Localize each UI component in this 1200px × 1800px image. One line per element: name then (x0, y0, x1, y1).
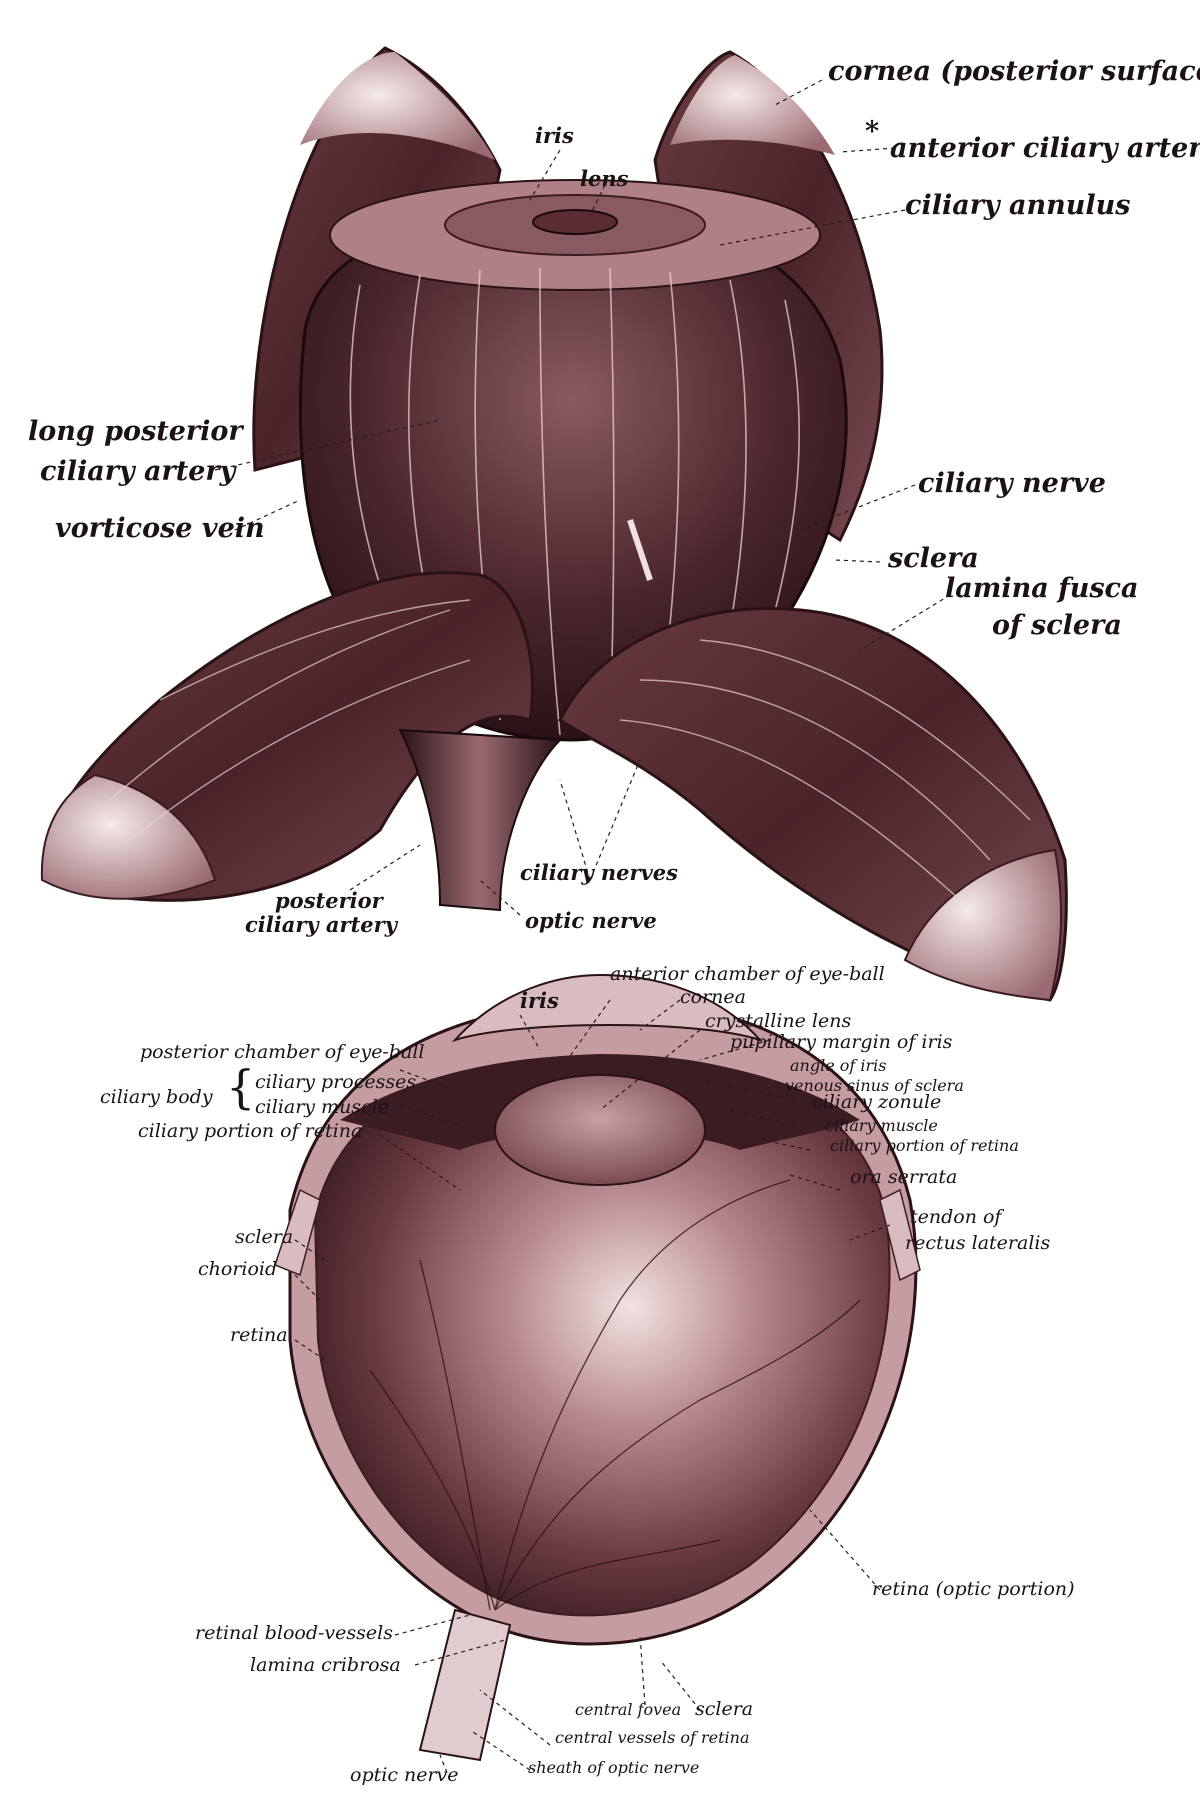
cornea-left-front (40, 773, 217, 900)
label-vorticose-vein: vorticose vein (55, 513, 265, 544)
optic-nerve-bottom (418, 1608, 512, 1762)
label-venous-sinus: venous sinus of sclera (785, 1076, 964, 1095)
label-rectus-lateralis: rectus lateralis (905, 1232, 1051, 1254)
label-of-sclera: of sclera (992, 610, 1122, 641)
label-ciliary-body: ciliary body (100, 1086, 213, 1108)
cornea-section (451, 973, 764, 1043)
label-sheath-optic-nerve: sheath of optic nerve (528, 1758, 700, 1777)
cornea-left-highlight (300, 52, 495, 160)
label-optic-nerve-bottom: optic nerve (350, 1764, 459, 1786)
label-chorioid: chorioid (198, 1258, 278, 1280)
label-ora-serrata: ora serrata (850, 1166, 958, 1188)
label-sclera-top: sclera (888, 543, 979, 574)
label-ciliary-nerve: ciliary nerve (918, 468, 1106, 499)
label-retina: retina (230, 1324, 288, 1346)
label-ciliary-zonule: ciliary zonule (812, 1091, 942, 1113)
sclera-flap-right-front (558, 607, 1068, 1002)
label-ciliary-muscle-left: ciliary muscle (255, 1096, 390, 1118)
label-central-vessels: central vessels of retina (555, 1728, 750, 1747)
label-anterior-chamber: anterior chamber of eye-ball (610, 963, 885, 985)
label-long-posterior: long posterior (28, 416, 243, 447)
label-sclera-left: sclera (235, 1226, 294, 1248)
ciliary-nerve-stub (627, 519, 653, 581)
label-tendon-of: tendon of (910, 1206, 1002, 1228)
label-cornea-bottom: cornea (680, 986, 746, 1008)
label-posterior-ciliary-artery: ciliary artery (245, 912, 397, 937)
label-iris-bottom: iris (520, 988, 559, 1013)
label-pupillary-margin: pupillary margin of iris (730, 1031, 953, 1053)
label-ciliary-artery-long: ciliary artery (40, 456, 236, 487)
label-lamina-cribrosa: lamina cribrosa (250, 1654, 401, 1676)
label-lens-top: lens (580, 166, 629, 191)
label-ciliary-nerves: ciliary nerves (520, 860, 678, 885)
label-angle-of-iris: angle of iris (790, 1056, 887, 1075)
label-iris-top: iris (535, 123, 574, 148)
label-posterior: posterior (275, 888, 383, 913)
rectus-tendon-right (879, 1188, 921, 1282)
label-posterior-chamber: posterior chamber of eye-ball (140, 1041, 425, 1063)
label-retina-optic-portion: retina (optic portion) (872, 1578, 1075, 1600)
label-central-fovea: central fovea (575, 1700, 682, 1719)
label-ciliary-portion-retina-right: ciliary portion of retina (830, 1136, 1019, 1155)
label-asterisk: * (865, 116, 880, 147)
cornea-right-highlight (670, 55, 835, 155)
label-ciliary-processes: ciliary processes (255, 1071, 417, 1093)
cornea-right-front (903, 848, 1062, 1002)
label-ciliary-portion-retina-left: ciliary portion of retina (138, 1120, 363, 1142)
label-crystalline-lens: crystalline lens (705, 1010, 852, 1032)
rectus-tendon-left (274, 1188, 321, 1277)
optic-nerve-top (398, 728, 563, 912)
label-sclera-bottom: sclera (695, 1698, 754, 1720)
label-cornea-posterior-surface: cornea (posterior surface) (828, 56, 1200, 87)
label-anterior-ciliary-artery: anterior ciliary artery (890, 133, 1200, 164)
label-lamina-fusca: lamina fusca (945, 573, 1139, 604)
lens-disc (532, 209, 618, 235)
label-optic-nerve-top: optic nerve (525, 908, 657, 933)
crystalline-lens-shape (494, 1074, 706, 1186)
label-ciliary-annulus: ciliary annulus (905, 190, 1131, 221)
label-retinal-blood-vessels: retinal blood-vessels (195, 1622, 393, 1644)
brace-ciliary-body: { (226, 1060, 256, 1114)
label-ciliary-muscle-right: ciliary muscle (825, 1116, 938, 1135)
